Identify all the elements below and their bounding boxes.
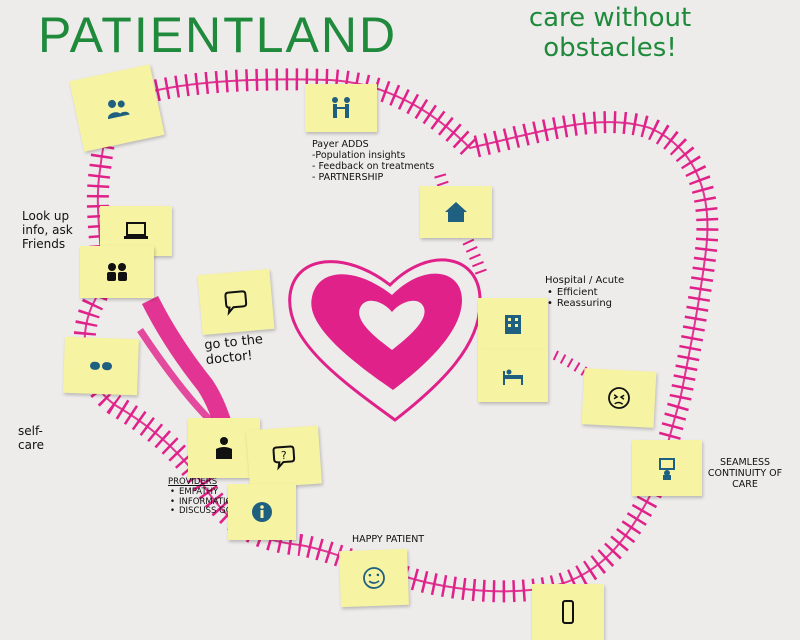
heart-drawing: [288, 258, 482, 422]
group-icon: [107, 263, 127, 281]
note-people: [69, 64, 165, 152]
providers-notes: PROVIDERS EMPATHY INFORMATION DISCUSS GO…: [168, 477, 248, 517]
note-bed: [478, 350, 548, 402]
board-tagline: care without obstacles!: [528, 3, 692, 63]
hospital-building-icon: [505, 315, 521, 334]
note-question: ?: [246, 425, 322, 489]
note-payer: [305, 84, 377, 132]
doctor-icon: [216, 437, 232, 459]
happy-patient-label: HAPPY PATIENT: [352, 534, 425, 545]
hospital-item: Efficient: [557, 287, 624, 299]
chat-bubble-icon: [224, 290, 248, 316]
providers-item: EMPATHY: [179, 487, 248, 498]
laptop-icon: [124, 222, 148, 239]
hospital-notes: Hospital / Acute Efficient Reassuring: [545, 275, 624, 310]
hospital-bed-icon: [503, 369, 523, 385]
people-icon: [108, 99, 130, 120]
info-icon: [252, 502, 272, 522]
payer-item: - PARTNERSHIP: [312, 171, 384, 183]
smiley-icon: [363, 567, 385, 589]
handshake-icon: [332, 97, 350, 118]
note-friends: [80, 246, 154, 298]
providers-item: DISCUSS GOALS: [179, 507, 248, 517]
note-info: [228, 484, 296, 540]
question-bubble-icon: ?: [272, 445, 296, 471]
tired-face-icon: [608, 387, 630, 409]
smartphone-icon: [562, 600, 574, 624]
payer-notes: Payer ADDS -Population insights - Feedba…: [312, 139, 435, 184]
note-home: [420, 186, 492, 238]
seamless-label: SEAMLESS CONTINUITY OF CARE: [707, 457, 783, 490]
hospital-item: Reassuring: [557, 298, 624, 310]
payer-item: - Feedback on treatments: [312, 160, 435, 172]
board-title: PATIENTLAND: [38, 7, 398, 63]
lookup-label: Look up info, ask Friends: [22, 209, 73, 251]
providers-heading: PROVIDERS: [168, 477, 218, 487]
payer-item: -Population insights: [312, 149, 406, 161]
note-smiley: [339, 548, 409, 608]
svg-text:?: ?: [281, 449, 288, 462]
note-sad-face: [581, 368, 657, 428]
note-hospital: [478, 298, 548, 350]
patient-monitor-icon: [659, 458, 675, 480]
note-chat: [197, 268, 275, 336]
self-care-label: self-care: [18, 424, 45, 452]
note-pills: [63, 336, 139, 396]
marker-scribble-2: [137, 328, 213, 423]
payer-heading: Payer ADDS: [312, 139, 369, 150]
note-monitor: [632, 440, 702, 496]
hospital-heading: Hospital / Acute: [545, 275, 625, 286]
note-phone: [532, 584, 604, 640]
providers-item: INFORMATION: [179, 497, 248, 508]
home-icon: [445, 202, 467, 222]
pills-icon: [90, 361, 112, 371]
marker-scribble: [141, 295, 234, 433]
